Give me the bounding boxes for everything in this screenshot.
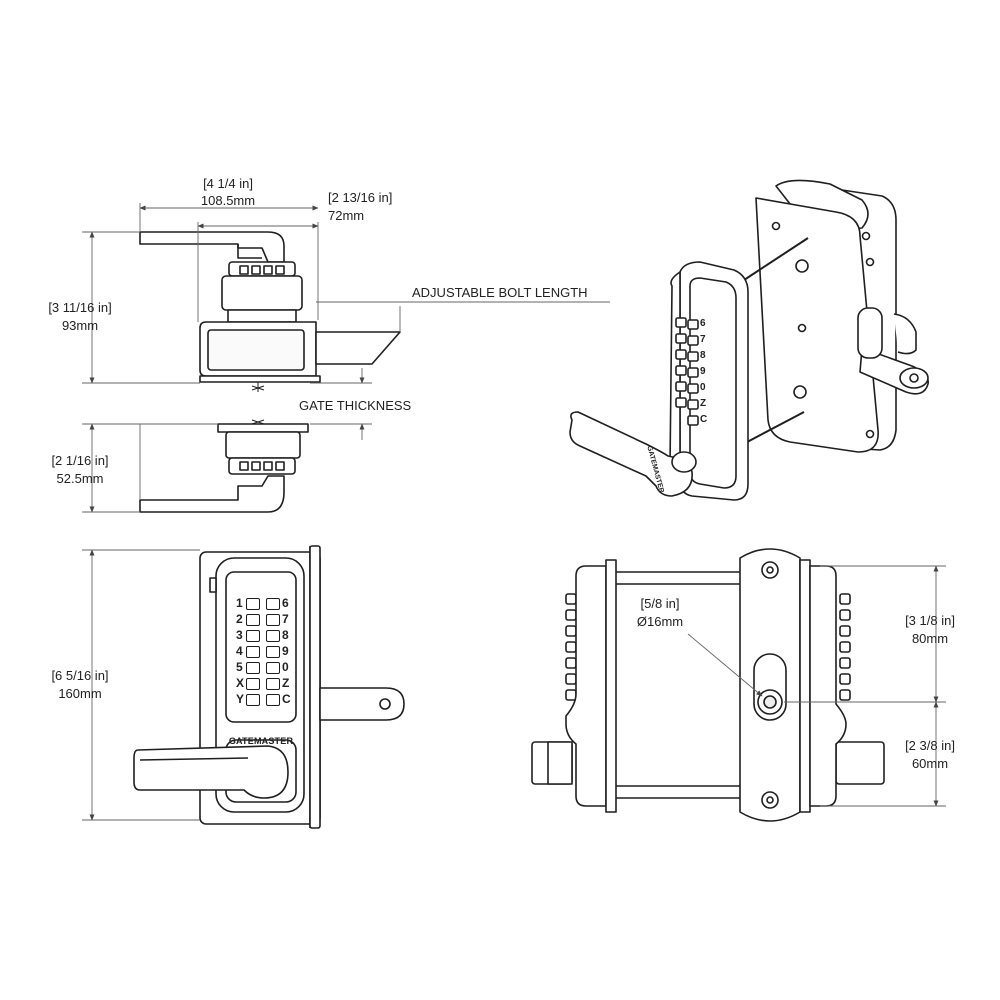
upper-height-in-label: [3 11/16 in]: [48, 300, 112, 315]
iso-handle: [569, 411, 693, 497]
iso-key-6: 6: [700, 318, 706, 329]
key-x-button[interactable]: [246, 678, 260, 690]
key-9-label: 9: [282, 644, 289, 658]
key-z-button[interactable]: [266, 678, 280, 690]
key-c[interactable]: C: [266, 692, 296, 708]
key-4-button[interactable]: [246, 646, 260, 658]
key-8-label: 8: [282, 628, 289, 642]
rear-upper-in-label: [3 1/8 in]: [905, 613, 955, 628]
key-7-label: 7: [282, 612, 289, 626]
top-offset-in-label: [2 13/16 in]: [328, 190, 393, 205]
rear-right-body: [809, 565, 847, 807]
key-6[interactable]: 6: [266, 596, 296, 612]
key-x-label: X: [236, 676, 245, 690]
top-view-dimensions: [82, 203, 610, 513]
hole-in-label: [5/8 in]: [640, 596, 680, 611]
key-9-button[interactable]: [266, 646, 280, 658]
lower-height-mm-label: 52.5mm: [56, 471, 104, 486]
key-3-label: 3: [236, 628, 243, 642]
lower-height-in-label: [2 1/16 in]: [51, 453, 109, 468]
key-0-button[interactable]: [266, 662, 280, 674]
iso-key-7: 7: [700, 334, 706, 345]
upper-body: [228, 261, 296, 277]
key-8[interactable]: 8: [266, 628, 296, 644]
front-height-mm-label: 160mm: [58, 686, 102, 701]
iso-key-c: C: [700, 414, 708, 425]
front-bolt: [319, 687, 405, 721]
iso-key-z: Z: [700, 398, 707, 409]
top-offset-mm-label: 72mm: [328, 208, 365, 223]
key-2-button[interactable]: [246, 614, 260, 626]
key-8-button[interactable]: [266, 630, 280, 642]
key-3-button[interactable]: [246, 630, 260, 642]
key-4-label: 4: [236, 644, 243, 658]
key-7-button[interactable]: [266, 614, 280, 626]
rear-upper-mm-label: 80mm: [911, 631, 949, 646]
key-1-button[interactable]: [246, 598, 260, 610]
front-view: [133, 545, 405, 829]
gate-thickness-label: GATE THICKNESS: [299, 398, 412, 413]
rear-lower-in-label: [2 3/8 in]: [905, 738, 955, 753]
upper-handle-shape: [139, 231, 285, 263]
rear-left-body: [565, 565, 607, 807]
key-5-button[interactable]: [246, 662, 260, 674]
top-width-in-label: [4 1/4 in]: [203, 176, 253, 191]
key-0-label: 0: [282, 660, 289, 674]
iso-view: [569, 179, 929, 501]
front-height-in-label: [6 5/16 in]: [51, 668, 109, 683]
key-9[interactable]: 9: [266, 644, 296, 660]
front-keypad: 1 2 3 4 5 X Y 6 7 8 9 0 Z C: [236, 596, 296, 712]
key-5-label: 5: [236, 660, 243, 674]
top-view: [139, 231, 401, 513]
top-width-mm-label: 108.5mm: [200, 193, 256, 208]
front-view-dimensions: [82, 549, 200, 821]
iso-key-9: 9: [700, 366, 706, 377]
key-4[interactable]: 4: [236, 644, 264, 660]
key-7[interactable]: 7: [266, 612, 296, 628]
bolt-length-label: ADJUSTABLE BOLT LENGTH: [412, 285, 588, 300]
upper-height-mm-label: 93mm: [61, 318, 99, 333]
key-x[interactable]: X: [236, 676, 264, 692]
front-handle: [133, 745, 289, 799]
key-2[interactable]: 2: [236, 612, 264, 628]
key-6-button[interactable]: [266, 598, 280, 610]
key-1[interactable]: 1: [236, 596, 264, 612]
key-1-label: 1: [236, 596, 243, 610]
key-2-label: 2: [236, 612, 243, 626]
key-column-right: 6 7 8 9 0 Z C: [266, 596, 296, 708]
lower-handle-shape: [139, 475, 285, 513]
iso-rear-plate: [755, 197, 879, 453]
iso-key-8: 8: [700, 350, 706, 361]
front-brand-label: GATEMASTER: [228, 736, 294, 746]
key-5[interactable]: 5: [236, 660, 264, 676]
key-3[interactable]: 3: [236, 628, 264, 644]
bolt-bar: [315, 331, 401, 365]
key-z[interactable]: Z: [266, 676, 296, 692]
rear-view-dimensions: [687, 565, 946, 807]
iso-key-labels: 6 7 8 9 0 Z C: [700, 318, 712, 430]
key-y-label: Y: [236, 692, 245, 706]
key-y[interactable]: Y: [236, 692, 264, 708]
rear-view: [531, 548, 885, 822]
key-z-label: Z: [282, 676, 290, 690]
hole-mm-label: Ø16mm: [636, 614, 684, 629]
key-0[interactable]: 0: [266, 660, 296, 676]
key-c-label: C: [282, 692, 291, 706]
key-c-button[interactable]: [266, 694, 280, 706]
rear-lower-mm-label: 60mm: [911, 756, 949, 771]
key-column-left: 1 2 3 4 5 X Y: [236, 596, 264, 708]
iso-key-0: 0: [700, 382, 706, 393]
key-y-button[interactable]: [246, 694, 260, 706]
key-6-label: 6: [282, 596, 289, 610]
